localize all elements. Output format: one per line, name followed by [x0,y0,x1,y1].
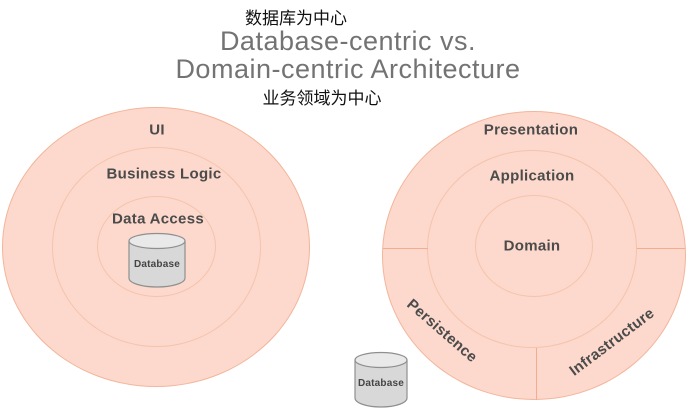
caption-domain-centric-zh: 业务领域为中心 [262,89,382,108]
label-presentation: Presentation [483,121,579,139]
right-inner-ring [475,195,593,297]
label-left-database: Database [133,258,181,270]
label-data-access: Data Access [112,210,204,228]
divider-bottom-vertical [536,348,537,400]
label-ui: UI [149,121,165,139]
divider-left-horizontal [383,248,428,249]
page-title: Database-centric vs. Domain-centric Arch… [58,27,638,83]
label-application: Application [489,167,575,185]
title-line-2: Domain-centric Architecture [175,54,521,84]
label-right-database: Database [357,378,405,390]
database-cylinder-shape [128,232,186,288]
label-domain: Domain [503,237,561,255]
label-business-logic: Business Logic [106,165,222,183]
divider-right-horizontal [637,248,685,249]
title-line-1: Database-centric vs. [219,26,477,56]
left-middle-ring [52,147,261,347]
database-cylinder-shape [354,351,408,408]
caption-database-centric-zh: 数据库为中心 [245,9,347,28]
external-database-cylinder-icon: Database [354,351,408,408]
database-cylinder-icon: Database [128,232,186,288]
